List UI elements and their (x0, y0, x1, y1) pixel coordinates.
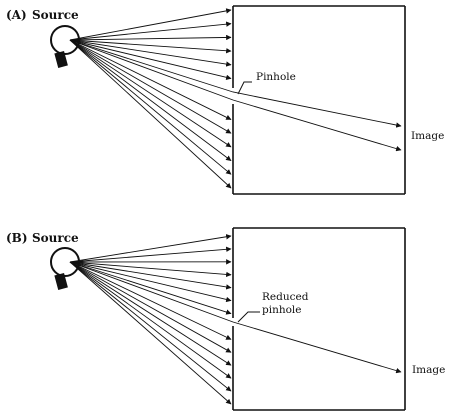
ray-to-screen (69, 8, 232, 41)
ray-to-screen (69, 21, 232, 41)
ray-to-screen (69, 39, 232, 120)
ray-to-screen (69, 39, 232, 148)
ray-through-pinhole (69, 39, 402, 128)
panel-a-image-label: Image (411, 130, 444, 142)
ray-to-screen (69, 261, 232, 290)
ray-to-screen (69, 261, 232, 278)
panel-a-pinhole-pointer (237, 81, 252, 95)
panel-b-label: (B) (6, 231, 28, 245)
ray-to-screen (69, 39, 232, 67)
ray-to-screen (69, 34, 232, 41)
panel-b-source-label: Source (32, 231, 79, 245)
ray-to-screen (69, 39, 232, 134)
ray-to-screen (69, 261, 232, 366)
ray-to-screen (69, 261, 232, 303)
ray-through-pinhole (69, 261, 402, 374)
panel-b-pinhole-label: Reduced (262, 291, 309, 303)
panel-b-rays (69, 234, 402, 405)
panel-b-pinhole-pointer (237, 311, 260, 323)
light-bulb-icon (50, 247, 80, 291)
ray-to-screen (69, 39, 232, 189)
ray-to-screen (69, 261, 232, 340)
ray-to-screen (69, 261, 232, 353)
ray-to-screen (69, 261, 232, 379)
ray-to-screen (69, 39, 232, 175)
panel-b-image-label: Image (412, 364, 445, 376)
ray-to-screen (69, 39, 232, 161)
panel-a-screen (232, 5, 406, 195)
ray-to-screen (69, 261, 232, 405)
ray-to-screen (69, 39, 232, 54)
panel-a-pinhole-label: Pinhole (256, 71, 296, 83)
panel-b-pinhole-label-line2: pinhole (262, 304, 302, 316)
panel-a-label: (A) (6, 8, 27, 22)
ray-through-pinhole (69, 39, 402, 152)
panel-a: (A) Source Pinhole Image (6, 5, 444, 195)
panel-a-source-label: Source (32, 8, 79, 22)
ray-to-screen (69, 246, 232, 263)
ray-to-screen (69, 234, 232, 263)
panel-b: (B) Source Reduced pinhole Image (6, 227, 445, 411)
ray-to-screen (69, 261, 232, 392)
panel-b-screen (232, 227, 406, 411)
ray-to-screen (69, 39, 232, 80)
light-bulb-icon (50, 25, 80, 69)
ray-to-screen (69, 261, 232, 315)
panel-a-rays (69, 8, 402, 189)
